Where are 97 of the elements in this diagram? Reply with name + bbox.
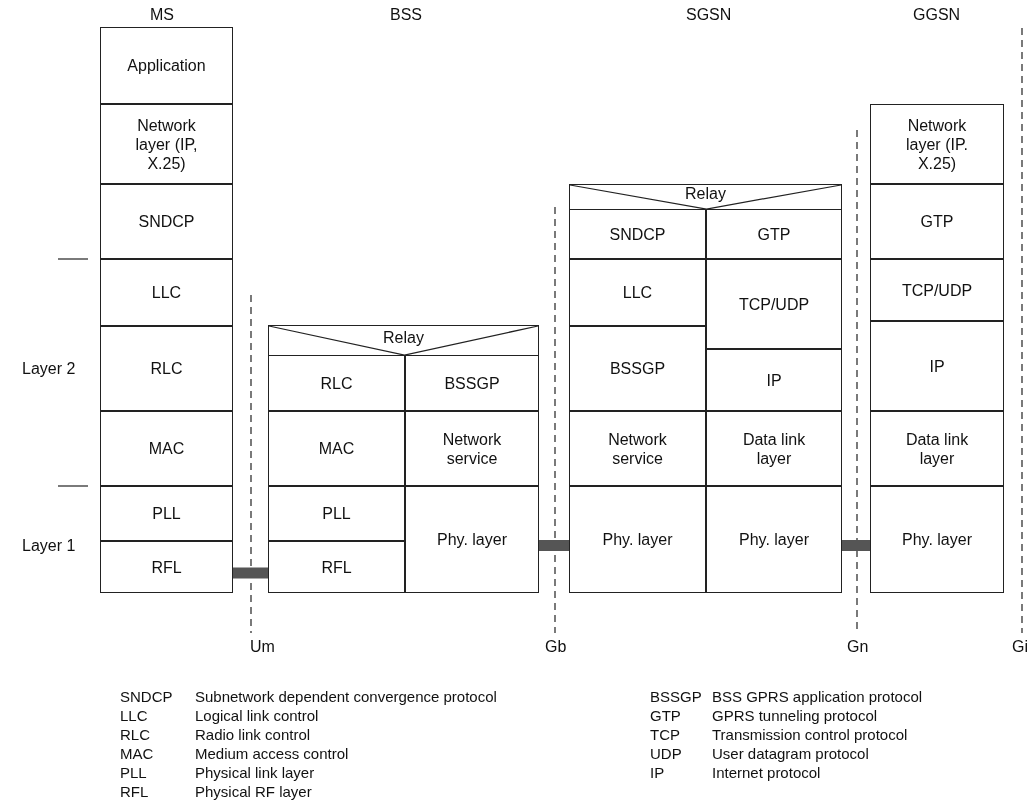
protocol-layer-box — [100, 104, 233, 184]
legend-abbreviation: SNDCP — [120, 688, 173, 705]
protocol-name: RFL — [150, 557, 183, 577]
interface-label: Gn — [847, 638, 869, 655]
protocol-layer-box — [405, 355, 539, 411]
protocol-layer-box — [870, 411, 1004, 486]
protocol-name: BSSGP — [443, 373, 501, 393]
interface-label: Um — [250, 638, 275, 655]
column-heading: MS — [150, 6, 174, 23]
legend-definition: Transmission control protocol — [712, 726, 908, 743]
protocol-name: IP — [928, 356, 946, 376]
protocol-name: TCP/UDP — [737, 294, 811, 314]
protocol-layer-box — [100, 486, 233, 541]
legend-abbreviation: RFL — [120, 783, 149, 800]
protocol-name: RLC — [319, 373, 354, 393]
protocol-name: LLC — [150, 283, 183, 302]
protocol-layer-box — [569, 259, 706, 326]
protocol-name: Application — [126, 56, 207, 75]
column-heading: SGSN — [686, 6, 732, 23]
protocol-name: LLC — [621, 283, 654, 302]
legend-abbreviation: GTP — [650, 707, 681, 724]
physical-link-bar — [233, 567, 268, 579]
legend-definition: Physical RF layer — [195, 783, 312, 800]
legend-definition: Logical link control — [195, 707, 319, 724]
legend-abbreviation: PLL — [120, 764, 147, 781]
layer-label: Layer 2 — [22, 360, 76, 377]
physical-link-bar — [539, 540, 569, 551]
legend-abbreviation: MAC — [120, 745, 154, 762]
protocol-name: PLL — [151, 504, 182, 523]
protocol-layer-box — [100, 259, 233, 326]
protocol-name: Network service — [441, 429, 503, 468]
protocol-name: GTP — [919, 212, 955, 231]
protocol-name: Phy. layer — [738, 530, 810, 549]
protocol-layer-box — [569, 209, 706, 259]
protocol-layer-box — [268, 486, 405, 541]
interface-label: Gb — [545, 638, 567, 655]
protocol-layer-box — [706, 349, 842, 411]
protocol-layer-box — [405, 411, 539, 486]
protocol-layer-box — [268, 355, 405, 411]
protocol-layer-box — [706, 209, 842, 259]
protocol-layer-box — [268, 411, 405, 486]
protocol-layer-box — [569, 486, 706, 593]
protocol-name: SNDCP — [137, 212, 196, 231]
protocol-name: IP — [765, 370, 783, 390]
protocol-name: Network layer (IP, X.25) — [134, 115, 199, 173]
protocol-name: Network layer (IP. X.25) — [905, 115, 969, 173]
legend-abbreviation: BSSGP — [650, 688, 702, 705]
protocol-layer-box — [405, 486, 539, 593]
protocol-layer-box — [870, 321, 1004, 411]
protocol-name: MAC — [317, 439, 356, 458]
legend-definition: Radio link control — [195, 726, 311, 743]
legend-abbreviation: TCP — [650, 726, 680, 743]
protocol-name: Phy. layer — [901, 530, 973, 549]
protocol-name: MAC — [147, 439, 186, 458]
protocol-name: RLC — [149, 359, 184, 378]
column-heading: BSS — [390, 6, 422, 23]
legend-definition: Subnetwork dependent convergence protocol — [195, 688, 497, 705]
protocol-layer-box — [706, 486, 842, 593]
protocol-layer-box — [100, 541, 233, 593]
protocol-name: SNDCP — [608, 224, 667, 244]
protocol-layer-box — [870, 486, 1004, 593]
legend-definition: User datagram protocol — [712, 745, 869, 762]
layer-label: Layer 1 — [22, 537, 76, 554]
protocol-name: GTP — [756, 224, 792, 244]
protocol-name: Data link layer — [741, 429, 807, 468]
legend-definition: BSS GPRS application protocol — [712, 688, 923, 705]
legend-abbreviation: LLC — [120, 707, 148, 724]
protocol-layer-box — [870, 259, 1004, 321]
interface-label: Gi — [1012, 638, 1028, 655]
protocol-layer-box — [268, 541, 405, 593]
protocol-layer-box — [100, 27, 233, 104]
protocol-name: BSSGP — [608, 359, 667, 378]
legend-definition: Internet protocol — [712, 764, 821, 781]
legend-definition: Medium access control — [195, 745, 349, 762]
protocol-layer-box — [100, 326, 233, 411]
protocol-layer-box — [569, 411, 706, 486]
legend-definition: GPRS tunneling protocol — [712, 707, 878, 724]
protocol-name: Phy. layer — [601, 530, 674, 549]
legend-abbreviation: RLC — [120, 726, 150, 743]
legend-definition: Physical link layer — [195, 764, 315, 781]
protocol-layer-box — [100, 411, 233, 486]
legend-abbreviation: UDP — [650, 745, 682, 762]
protocol-name: Phy. layer — [436, 530, 508, 549]
legend-abbreviation: IP — [650, 764, 665, 781]
protocol-name: RFL — [320, 557, 353, 577]
physical-link-bar — [842, 540, 870, 551]
protocol-layer-box — [870, 184, 1004, 259]
protocol-name: TCP/UDP — [900, 280, 974, 300]
protocol-layer-box — [706, 259, 842, 349]
protocol-layer-box — [870, 104, 1004, 184]
protocol-layer-box — [100, 184, 233, 259]
protocol-name: Network service — [607, 429, 668, 468]
protocol-name: Data link layer — [904, 429, 970, 468]
protocol-name: PLL — [321, 504, 352, 523]
protocol-layer-box — [569, 326, 706, 411]
protocol-layer-box — [706, 411, 842, 486]
column-heading: GGSN — [913, 6, 961, 23]
